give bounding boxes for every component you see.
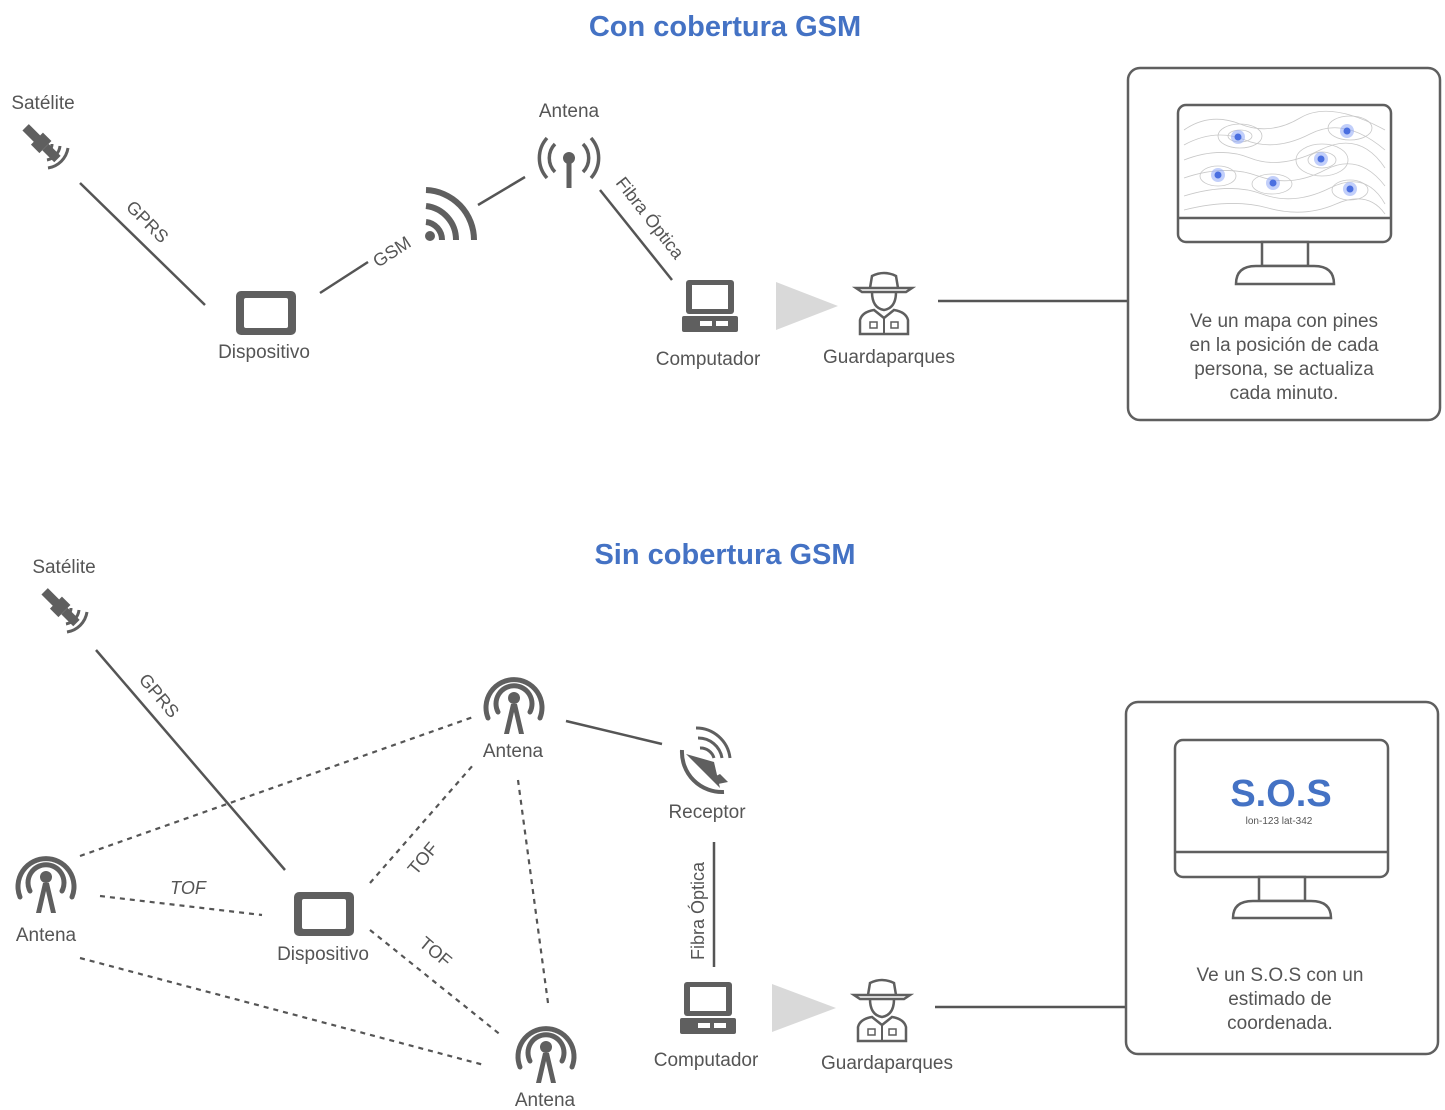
bottom-link-satellite-device <box>95 649 286 871</box>
sos-text: S.O.S <box>1230 773 1331 815</box>
top-gprs-label: GPRS <box>122 197 172 247</box>
bottom-computer-label: Computador <box>654 1050 759 1071</box>
bottom-computer-icon <box>680 982 736 1034</box>
bottom-description-line-3: coordenada. <box>1227 1013 1333 1034</box>
top-arrow <box>776 282 838 330</box>
bottom-gprs-label: GPRS <box>135 670 183 722</box>
top-description-line-3: persona, se actualiza <box>1194 359 1374 380</box>
top-ranger-icon <box>854 271 914 336</box>
bottom-fiber-label: Fibra Óptica <box>687 861 708 960</box>
map-pin <box>1269 179 1277 187</box>
sos-coordinates: lon-123 lat-342 <box>1246 816 1313 827</box>
top-device-label: Dispositivo <box>218 342 310 363</box>
bottom-antenna-bottom-icon <box>518 1029 574 1083</box>
map-pins <box>1211 124 1357 196</box>
bottom-title: Sin cobertura GSM <box>594 539 855 571</box>
top-title: Con cobertura GSM <box>589 11 861 43</box>
map-pin <box>1346 185 1354 193</box>
top-device-icon <box>236 291 296 335</box>
receiver-label: Receptor <box>668 802 746 823</box>
bottom-ranger-icon <box>852 978 912 1043</box>
bottom-dash-top-to-bottom-antenna <box>516 779 550 1004</box>
bottom-dash-left-to-device <box>99 894 263 917</box>
top-monitor-icon <box>1176 103 1393 286</box>
top-link-gsm-antenna <box>477 175 526 207</box>
top-ranger-label: Guardaparques <box>823 347 955 368</box>
top-link-antenna-computer <box>599 189 673 281</box>
bottom-antenna-top-label: Antena <box>483 741 544 762</box>
bottom-tof-left-label: TOF <box>170 878 207 898</box>
bottom-dash-left-to-bottom-antenna <box>79 956 485 1067</box>
receiver-dish-icon <box>679 726 732 795</box>
bottom-dash-device-to-bottom-antenna <box>369 929 503 1037</box>
topographic-map <box>1183 110 1386 215</box>
bottom-dash-left-to-top-antenna <box>79 714 477 858</box>
top-antenna-icon <box>537 136 601 188</box>
top-description-line-2: en la posición de cada <box>1189 335 1379 356</box>
top-link-satellite-device <box>79 182 206 306</box>
bottom-device-label: Dispositivo <box>277 944 369 965</box>
top-link-device-gsm <box>319 260 369 295</box>
bottom-tof-upper-label: TOF <box>404 838 442 878</box>
bottom-ranger-label: Guardaparques <box>821 1053 953 1074</box>
bottom-antenna-bottom-label: Antena <box>515 1090 576 1110</box>
bottom-link-antenna-receiver <box>565 719 663 746</box>
gsm-signal-icon <box>425 187 478 241</box>
map-pin <box>1317 155 1325 163</box>
bottom-tof-lower-label: TOF <box>415 933 455 971</box>
top-gsm-label: GSM <box>369 232 414 271</box>
bottom-antenna-top-icon <box>486 680 542 734</box>
top-computer-label: Computador <box>656 349 761 370</box>
map-pin <box>1214 171 1222 179</box>
top-satellite-icon <box>20 122 70 170</box>
bottom-antenna-left-icon <box>18 859 74 913</box>
top-satellite-label: Satélite <box>11 93 74 114</box>
bottom-satellite-icon <box>39 586 89 634</box>
top-computer-icon <box>682 280 738 332</box>
bottom-dash-device-to-top-antenna <box>369 763 475 884</box>
bottom-satellite-label: Satélite <box>32 557 95 578</box>
bottom-arrow <box>772 984 836 1032</box>
map-pin <box>1234 133 1242 141</box>
bottom-monitor-icon <box>1173 738 1390 920</box>
bottom-description-line-1: Ve un S.O.S con un <box>1197 965 1364 986</box>
bottom-antenna-left-label: Antena <box>16 925 77 946</box>
bottom-device-icon <box>294 892 354 936</box>
top-antenna-label: Antena <box>539 101 600 122</box>
top-description-line-1: Ve un mapa con pines <box>1190 311 1378 332</box>
top-description-line-4: cada minuto. <box>1230 383 1339 404</box>
bottom-description-line-2: estimado de <box>1228 989 1332 1010</box>
map-pin <box>1343 127 1351 135</box>
